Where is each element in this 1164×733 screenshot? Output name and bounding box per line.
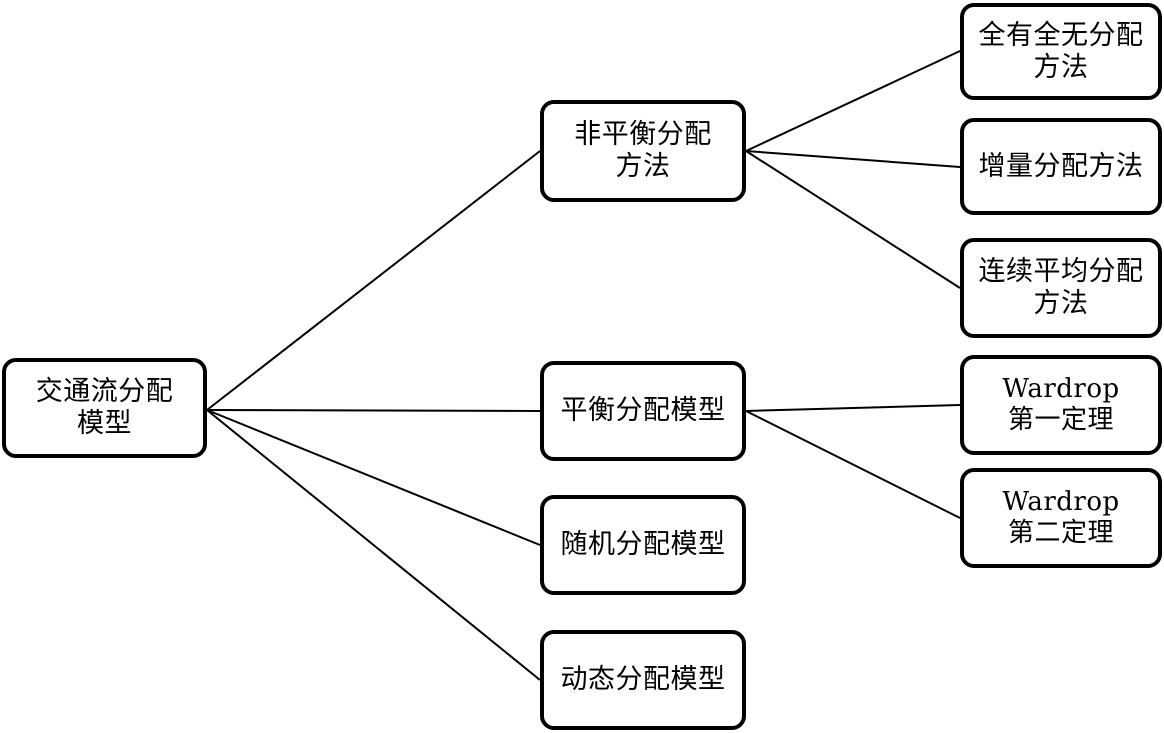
node-stochastic-assignment-model[interactable]: 随机分配模型 (540, 495, 746, 595)
node-label: 非平衡分配 方法 (574, 119, 712, 182)
node-wardrop-second-principle[interactable]: Wardrop 第二定理 (960, 468, 1162, 568)
node-label: Wardrop 第二定理 (1002, 487, 1120, 548)
node-non-equilibrium-assignment-method[interactable]: 非平衡分配 方法 (540, 100, 746, 202)
node-label: 增量分配方法 (978, 150, 1144, 182)
node-label: 动态分配模型 (560, 664, 726, 696)
connector-equilibrium-to-wardrop-first (745, 404, 961, 412)
connector-root-to-nonequilibrium (206, 150, 541, 411)
node-label: 交通流分配 模型 (35, 376, 174, 439)
node-label: 平衡分配模型 (560, 395, 726, 427)
connector-root-to-stochastic (206, 409, 541, 546)
node-method-of-successive-averages[interactable]: 连续平均分配 方法 (960, 238, 1162, 338)
node-label: 全有全无分配 方法 (978, 19, 1144, 83)
node-label: 连续平均分配 方法 (978, 256, 1144, 319)
node-incremental-assignment-method[interactable]: 增量分配方法 (960, 118, 1162, 215)
connector-root-to-dynamic (206, 409, 541, 681)
node-all-or-nothing-assignment-method[interactable]: 全有全无分配 方法 (960, 3, 1162, 100)
node-label: Wardrop 第一定理 (1002, 374, 1120, 435)
node-label: 随机分配模型 (560, 529, 726, 561)
node-traffic-flow-assignment-model[interactable]: 交通流分配 模型 (2, 358, 207, 458)
connector-equilibrium-to-wardrop-second (745, 410, 961, 519)
node-dynamic-assignment-model[interactable]: 动态分配模型 (540, 630, 746, 730)
connector-nonequilibrium-to-incremental (745, 150, 961, 168)
connector-root-to-equilibrium (206, 409, 541, 412)
connector-nonequilibrium-to-msa (745, 150, 961, 289)
connector-nonequilibrium-to-all-or-nothing (745, 50, 961, 152)
node-equilibrium-assignment-model[interactable]: 平衡分配模型 (540, 361, 746, 461)
node-wardrop-first-principle[interactable]: Wardrop 第一定理 (960, 355, 1162, 455)
